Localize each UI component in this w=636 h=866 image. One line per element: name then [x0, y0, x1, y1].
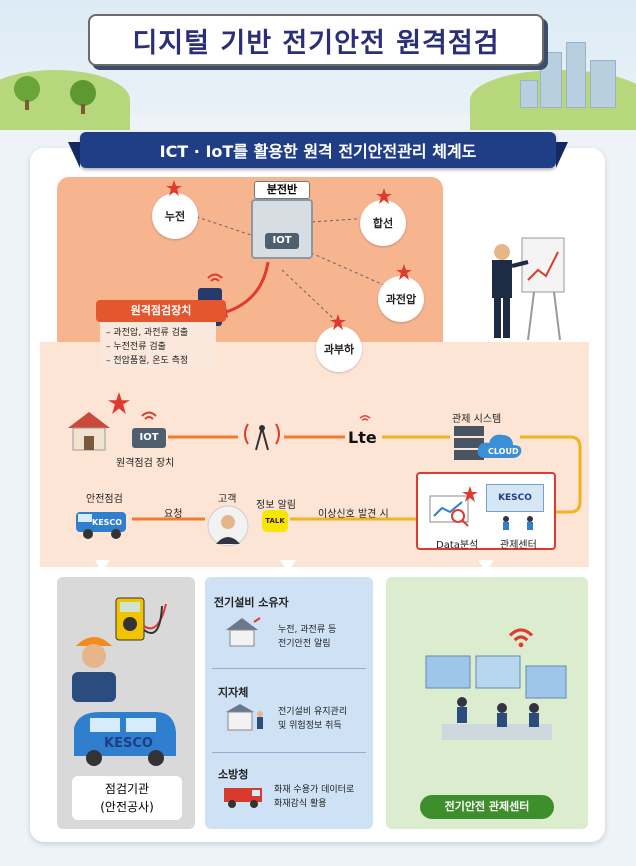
control-center-box [386, 577, 588, 829]
abnormal-label: 이상신호 발견 시 [318, 509, 389, 520]
fault-short: 합선 [360, 200, 406, 246]
operators-icon [503, 516, 533, 530]
cloud-icon [477, 434, 522, 458]
tree-icon [70, 80, 96, 106]
spark-icon [108, 392, 130, 414]
data-analysis-label: Data분석 [436, 540, 479, 551]
antenna-icon [244, 423, 280, 451]
device-feature: – 전압품질, 온도 측정 [106, 356, 189, 366]
panel-label: 분전반 [254, 181, 310, 199]
wifi-icon [508, 628, 534, 648]
cloud-label: CLOUD [488, 447, 519, 456]
local-gov-desc: 전기설비 유지관리 [278, 707, 348, 717]
fault-overvoltage: 과전압 [378, 276, 424, 322]
fault-overload: 과부하 [316, 326, 362, 372]
spark-icon [166, 180, 182, 196]
stakeholders-box [205, 577, 373, 829]
server-icon [454, 426, 484, 460]
home-iot-chip: IOT [132, 428, 166, 448]
building-icon [566, 42, 586, 108]
kesco-logo: KESCO [498, 493, 532, 503]
control-room-icon [425, 655, 567, 740]
fire-dept-desc: 화재감식 활용 [274, 799, 327, 809]
talk-icon: TALK [262, 510, 288, 532]
wifi-icon [141, 411, 157, 420]
data-analysis-icon [429, 495, 469, 527]
notify-label: 정보 알림 [256, 500, 296, 511]
fire-dept-desc: 화재 수용가 데이터로 [274, 785, 355, 795]
safety-check-label: 안전점검 [86, 494, 123, 505]
kesco-screen: KESCO [486, 484, 544, 512]
subtitle-ribbon: ICT · IoT를 활용한 원격 전기안전관리 체계도 [68, 132, 568, 168]
device-title: 원격점검장치 [96, 300, 226, 322]
van-logo: KESCO [104, 736, 153, 751]
house-icon [226, 617, 261, 647]
divider [212, 752, 366, 753]
building-icon [590, 60, 616, 108]
fire-dept-title: 소방청 [218, 768, 249, 781]
local-gov-title: 지자체 [218, 686, 249, 699]
engineer-icon [72, 637, 116, 702]
van-logo: KESCO [92, 518, 123, 527]
distribution-panel: IOT [251, 199, 313, 259]
spark-icon [396, 264, 412, 280]
van-icon [76, 512, 126, 539]
page-title-box: 디지털 기반 전기안전 원격점검 [88, 14, 544, 66]
multimeter-icon [115, 597, 167, 641]
spark-icon [376, 188, 392, 204]
divider [212, 668, 366, 669]
wifi-icon [207, 273, 223, 282]
building-icon [540, 52, 562, 108]
fire-truck-icon [224, 788, 262, 808]
building-icon [520, 80, 538, 108]
talk-label: TALK [265, 517, 285, 525]
van-icon [74, 712, 176, 766]
tree-icon [14, 76, 40, 102]
customer-label: 고객 [218, 494, 237, 505]
device-features: – 과전압, 과전류 검출 – 누전전류 검출 – 전압품질, 온도 측정 [106, 326, 188, 368]
owner-desc: 누전, 과전류 등 [278, 625, 337, 635]
home-device-label: 원격점검 장치 [116, 458, 175, 469]
house-icon [68, 412, 110, 451]
tree-trunk [25, 100, 29, 110]
customer-avatar [207, 505, 249, 547]
tree-trunk [81, 104, 85, 114]
request-label: 요청 [164, 509, 183, 520]
control-center-label: 관제센터 [500, 540, 537, 551]
control-center-badge: 전기안전 관제센터 [420, 795, 554, 819]
device-feature: – 누전전류 검출 [106, 342, 166, 352]
lte-logo: Lte [348, 428, 377, 447]
panel-iot-chip: IOT [265, 233, 299, 249]
agency-label-line: (안전공사) [100, 800, 154, 814]
subtitle: ICT · IoT를 활용한 원격 전기안전관리 체계도 [159, 142, 477, 161]
device-feature: – 과전압, 과전류 검출 [106, 328, 189, 338]
spark-icon [462, 486, 478, 502]
agency-label-line: 점검기관 [104, 782, 150, 796]
government-building-icon [226, 704, 263, 731]
page-title: 디지털 기반 전기안전 원격점검 [132, 27, 500, 59]
presenter-icon [492, 237, 565, 341]
owner-title: 전기설비 소유자 [214, 596, 289, 609]
inspection-agency-label: 점검기관 (안전공사) [72, 776, 182, 820]
fault-leak: 누전 [152, 193, 198, 239]
spark-icon [330, 314, 346, 330]
owner-desc: 전기안전 알림 [278, 639, 331, 649]
control-system-label: 관제 시스템 [452, 414, 502, 425]
local-gov-desc: 및 위험정보 취득 [278, 721, 342, 731]
wifi-icon [359, 415, 371, 421]
